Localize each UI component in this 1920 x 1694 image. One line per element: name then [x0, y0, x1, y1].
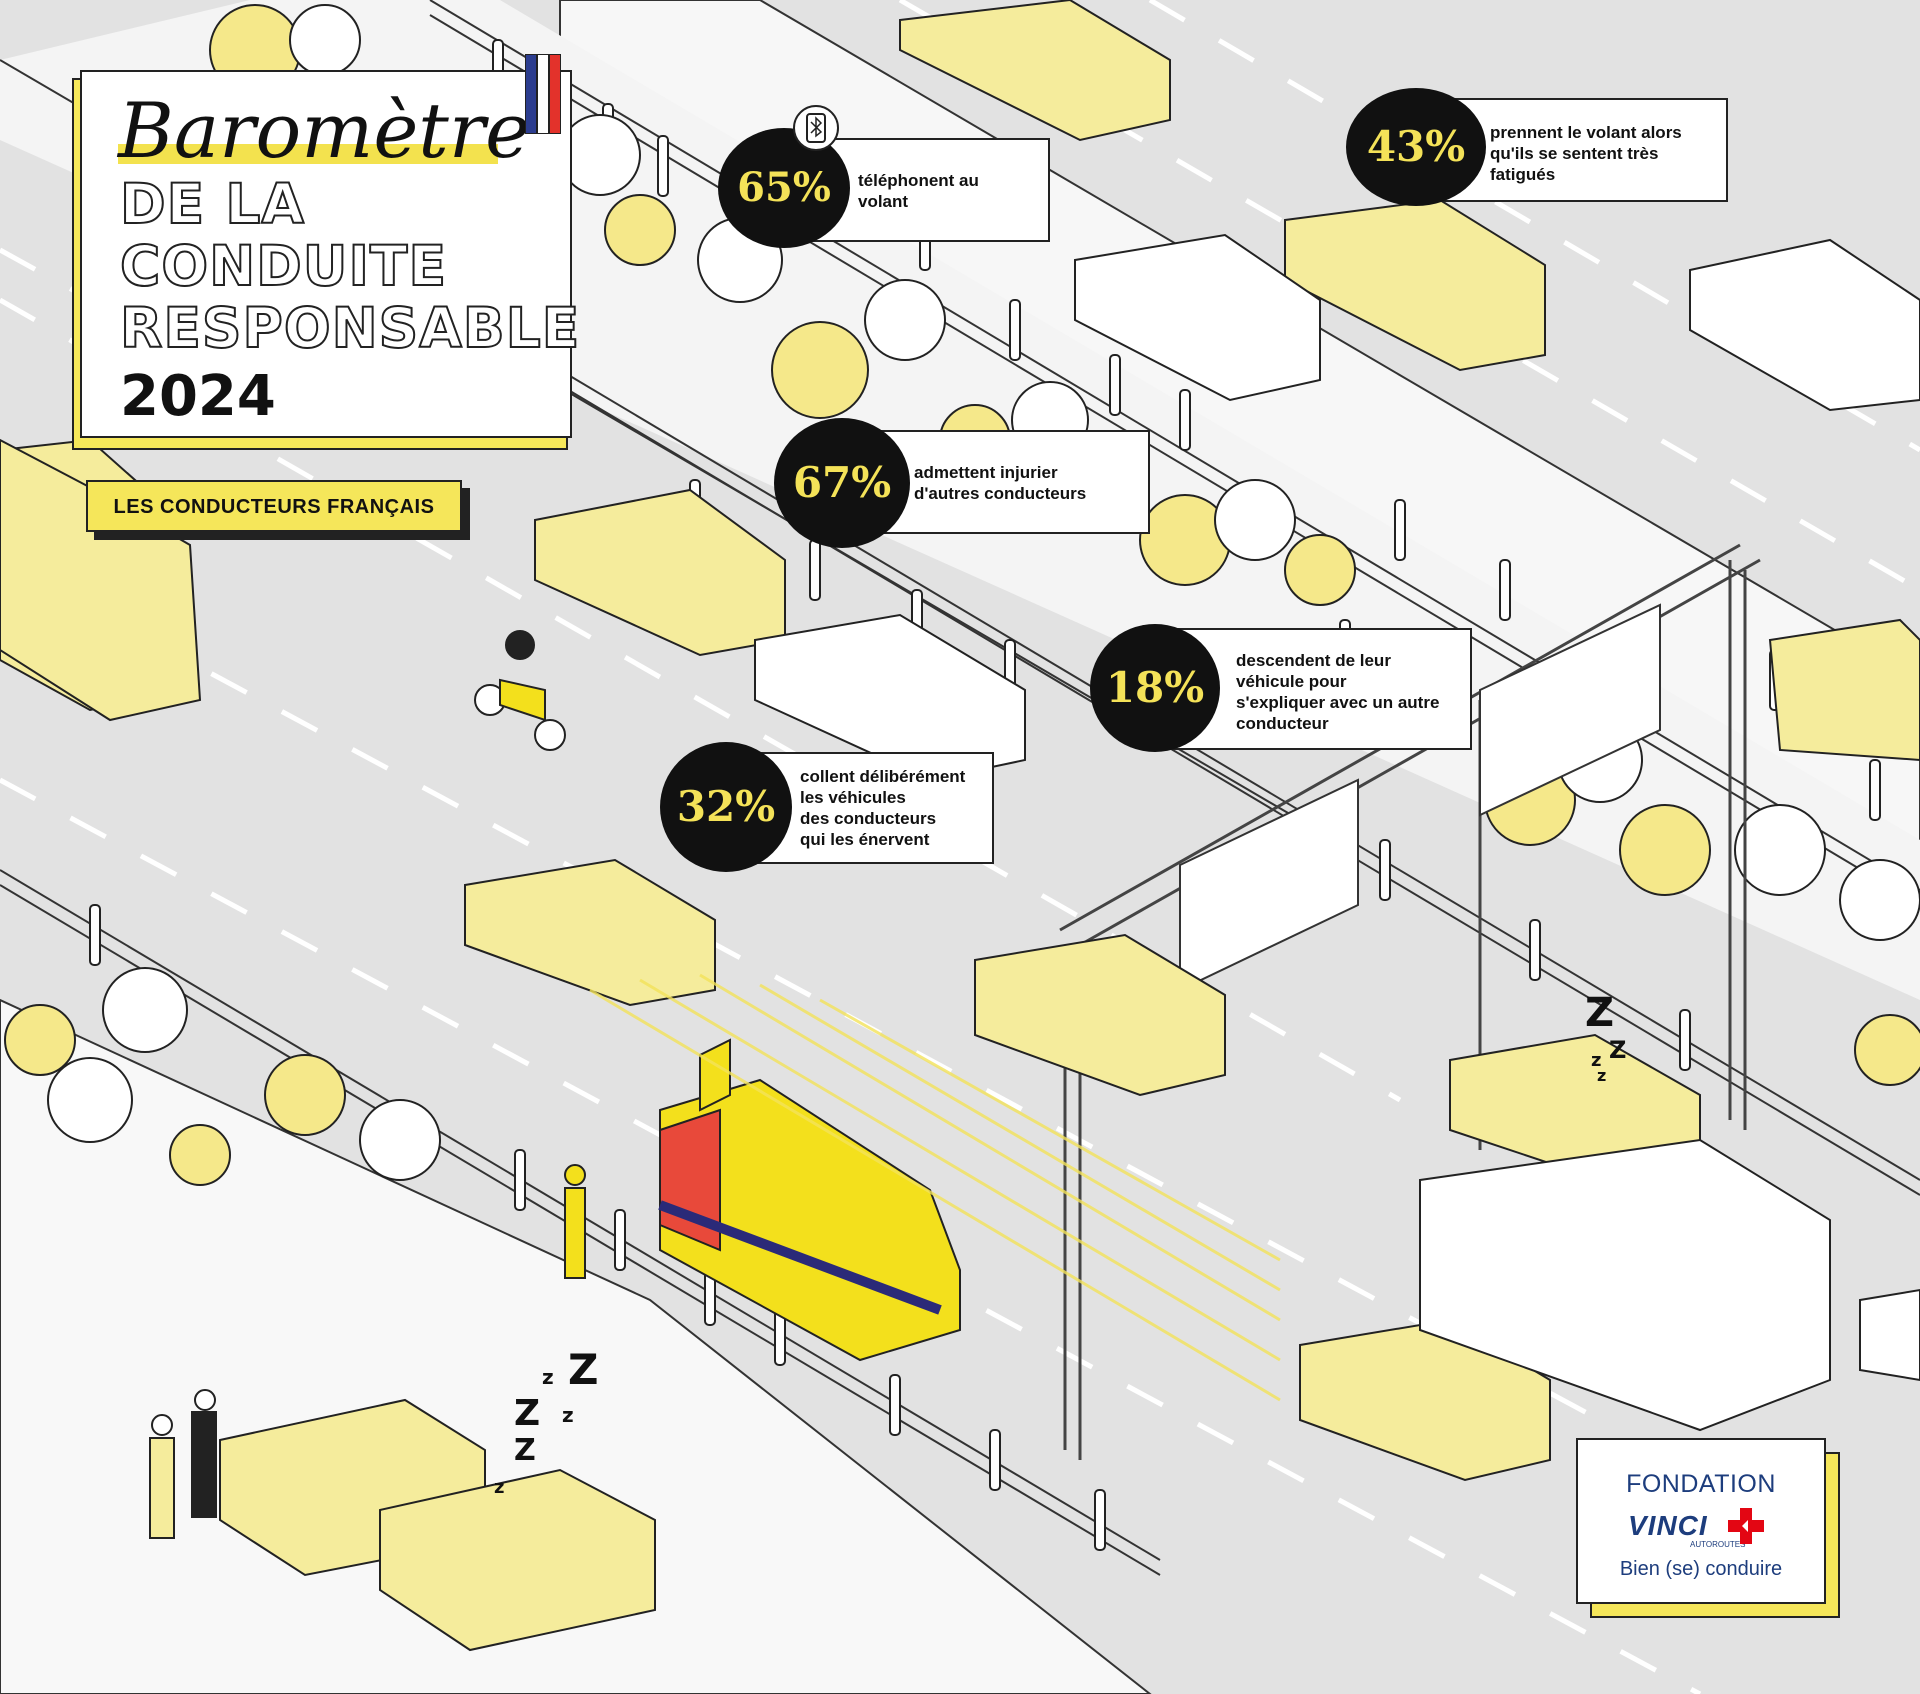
sleep-z: z: [542, 1365, 554, 1389]
logo-tagline: Bien (se) conduire: [1619, 1558, 1783, 1580]
sleep-z: z: [1591, 1050, 1602, 1071]
stat-text: collent délibérément les véhicules des c…: [800, 767, 966, 849]
sleep-z: Z: [514, 1393, 541, 1434]
stat-box: [742, 752, 994, 864]
sleep-z: Z: [514, 1433, 536, 1468]
people: [149, 1164, 586, 1539]
logo-autoroutes-text: AUTOROUTES: [1690, 1540, 1746, 1549]
title-card: Baromètre DE LA CONDUITE RESPONSABLE 202…: [72, 54, 580, 450]
sleep-z-group-bottom: Z Z Z z z z: [490, 1345, 600, 1505]
sleep-z: z: [1597, 1066, 1607, 1085]
stat-value-circle: 18%: [1090, 624, 1220, 752]
sleep-z-group-right: Z Z z z: [1585, 990, 1655, 1100]
stat-text: prennent le volant alors qu'ils se sente…: [1490, 123, 1682, 184]
motorcyclist: [474, 630, 566, 751]
title-year: 2024: [120, 364, 276, 429]
french-flag-icon: [525, 54, 561, 134]
sleep-z: Z: [1585, 990, 1615, 1036]
hatched-zone: [589, 973, 1281, 1402]
stat-text: téléphonent au volant: [858, 171, 979, 211]
stat-value-circle: 32%: [660, 742, 792, 872]
sleep-z: Z: [1609, 1036, 1627, 1064]
stat-text: descendent de leur véhicule pour s'expli…: [1236, 651, 1440, 733]
logo-face: FONDATION VINCI AUTOROUTES Bien (se) con…: [1576, 1438, 1826, 1604]
sleep-z: z: [562, 1403, 574, 1427]
cars: [0, 0, 1920, 1652]
stat-value-circle: 43%: [1346, 88, 1486, 206]
title-highlight: [118, 144, 498, 164]
stat-value-circle: 67%: [774, 418, 910, 548]
subtitle-banner: LES CONDUCTEURS FRANÇAIS: [86, 480, 470, 540]
phone-icon: [793, 105, 839, 151]
work-van: [658, 1038, 961, 1362]
fondation-vinci-logo: FONDATION VINCI AUTOROUTES Bien (se) con…: [1576, 1438, 1840, 1618]
stat-text: admettent injurier d'autres conducteurs: [914, 463, 1087, 503]
sleep-z: z: [494, 1477, 505, 1498]
subtitle-face: LES CONDUCTEURS FRANÇAIS: [86, 480, 462, 532]
title-card-face: Baromètre DE LA CONDUITE RESPONSABLE 202…: [80, 54, 580, 438]
title-script-word: Baromètre: [118, 86, 531, 175]
title-line-1: DE LA: [119, 171, 305, 237]
stat-value-circle: 65%: [718, 128, 850, 248]
title-line-3: RESPONSABLE: [119, 295, 581, 361]
sleep-z: Z: [568, 1345, 599, 1394]
logo-fondation-text: FONDATION: [1626, 1470, 1776, 1498]
gantry-signs: [1179, 603, 1661, 992]
logo-vinci-text: VINCI: [1628, 1510, 1708, 1541]
subtitle-text: LES CONDUCTEURS FRANÇAIS: [113, 496, 435, 518]
vinci-cross-icon: [1728, 1508, 1764, 1544]
title-line-2: CONDUITE: [119, 233, 448, 299]
